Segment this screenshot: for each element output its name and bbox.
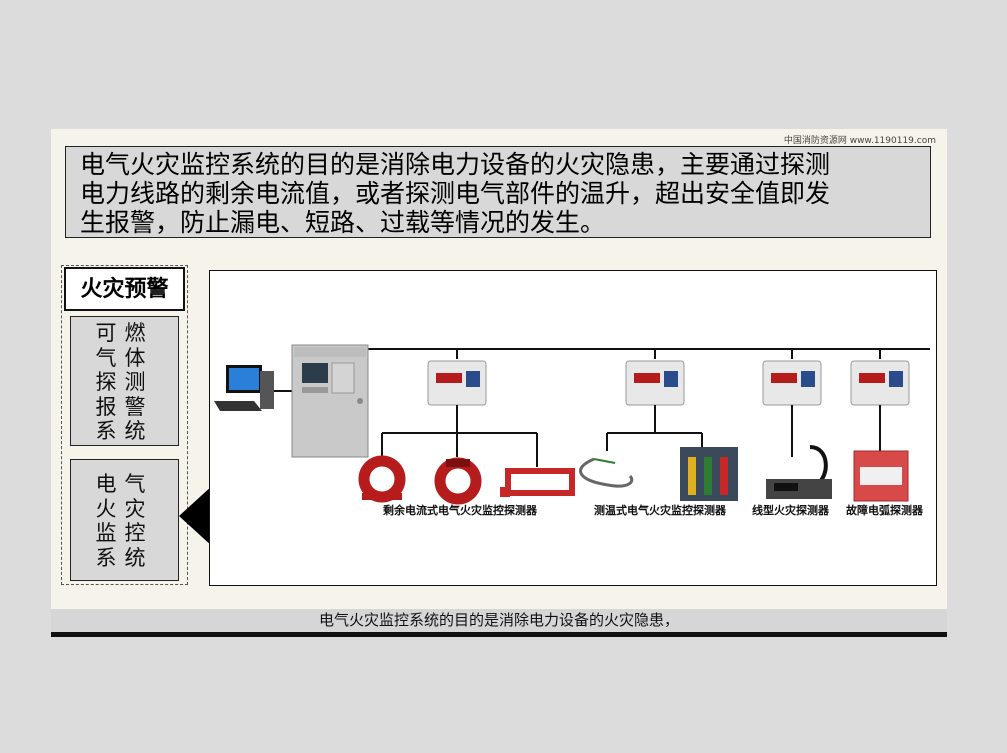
text-column: 可 气 探 报 系 [94, 321, 118, 444]
slide: 中国消防资源网 www.1190119.com 电气火灾监控系统的目的是消除电力… [51, 129, 947, 637]
control-cabinet-icon [291, 344, 369, 458]
headline-line: 电气火灾监控系统的目的是消除电力设备的火灾隐患，主要通过探测 [80, 150, 831, 179]
headline-line: 生报警，防止漏电、短路、过载等情况的发生。 [80, 208, 606, 237]
linear-detector-label: 线型火灾探测器 [752, 503, 830, 517]
char: 灾 [124, 496, 146, 521]
computer-icon [214, 365, 274, 411]
char: 监 [95, 521, 117, 545]
char: 气 [124, 472, 146, 496]
diagram-frame: 剩余电流式电气火灾监控探测器 测温式电气火灾监控探测器 线型火灾探测器 故障电弧… [209, 270, 937, 586]
char: 报 [95, 394, 117, 419]
residual-current-label: 剩余电流式电气火灾监控探测器 [383, 503, 538, 517]
text-column: 电 火 监 系 [94, 472, 118, 570]
left-panel [61, 265, 188, 585]
electrical-fire-system-box: 电 火 监 系 气 灾 控 统 [70, 459, 179, 581]
system-diagram: 剩余电流式电气火灾监控探测器 测温式电气火灾监控探测器 线型火灾探测器 故障电弧… [214, 344, 930, 517]
fire-warning-title: 火灾预警 [64, 267, 185, 311]
detector-module [762, 360, 822, 406]
char: 火 [95, 496, 117, 521]
footer-caption: 电气火灾监控系统的目的是消除电力设备的火灾隐患， [51, 609, 947, 632]
detector-module [427, 360, 487, 406]
char: 系 [95, 419, 117, 443]
linear-detector-icon [766, 445, 832, 499]
char: 燃 [124, 321, 146, 345]
headline-box: 电气火灾监控系统的目的是消除电力设备的火灾隐患，主要通过探测 电力线路的剩余电流… [65, 146, 931, 238]
char: 统 [124, 545, 146, 570]
footer-line [51, 632, 947, 637]
temperature-label: 测温式电气火灾监控探测器 [594, 503, 727, 517]
char: 体 [124, 345, 146, 370]
char: 系 [95, 545, 117, 570]
char: 气 [95, 345, 117, 370]
char: 统 [124, 419, 146, 443]
arc-detector-label: 故障电弧探测器 [846, 503, 924, 517]
char: 测 [124, 370, 146, 394]
rect-ct-sensor-icon [500, 468, 575, 497]
watermark-text: 中国消防资源网 www.1190119.com [783, 136, 936, 146]
text-column: 气 灾 控 统 [123, 472, 147, 570]
headline-line: 电力线路的剩余电流值，或者探测电气部件的温升，超出安全值即发 [80, 179, 831, 208]
detector-module [625, 360, 685, 406]
temperature-sensor-photo-icon [680, 447, 738, 501]
text-column: 燃 体 测 警 统 [123, 321, 147, 444]
ct-sensor-icon [358, 455, 406, 503]
pointer-arrow [179, 485, 213, 547]
char: 警 [124, 394, 146, 419]
char: 控 [124, 521, 146, 545]
char: 探 [95, 370, 117, 394]
detector-module [850, 360, 910, 406]
char: 可 [95, 321, 117, 345]
ct-sensor-icon [434, 457, 482, 505]
temperature-probe-icon [579, 457, 634, 488]
gas-detection-system-box: 可 气 探 报 系 燃 体 测 警 统 [70, 316, 179, 446]
char: 电 [95, 472, 117, 496]
arc-detector-icon [853, 450, 909, 502]
